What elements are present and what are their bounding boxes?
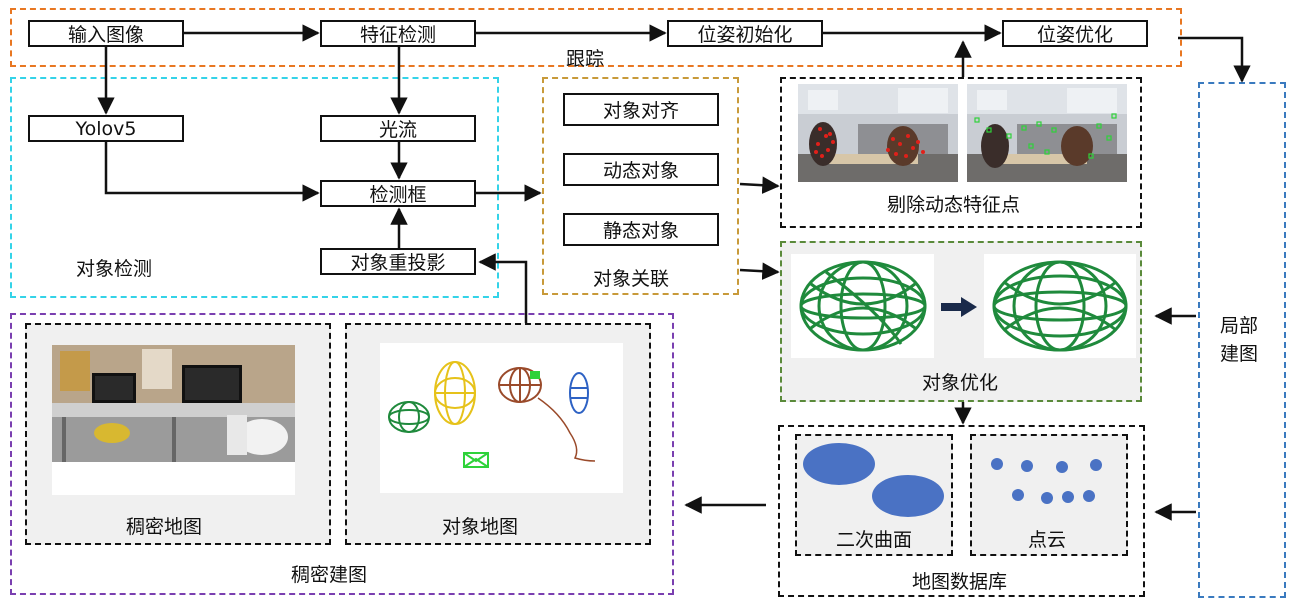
object-optimization-label: 对象优化 bbox=[922, 372, 999, 394]
object-map-label: 对象地图 bbox=[442, 516, 519, 538]
ellipsoid-after bbox=[984, 254, 1136, 358]
dynamic-object-box: 动态对象 bbox=[563, 153, 719, 186]
object-association-region bbox=[542, 77, 739, 295]
feature-detection-box: 特征检测 bbox=[320, 20, 476, 47]
input-image-box: 输入图像 bbox=[28, 20, 184, 47]
quadric-shapes bbox=[803, 443, 944, 517]
tracking-label: 跟踪 bbox=[566, 48, 605, 70]
object-detection-region bbox=[10, 77, 499, 298]
optical-flow-box: 光流 bbox=[320, 115, 476, 142]
static-points-image bbox=[967, 84, 1127, 182]
ellipsoid-before bbox=[791, 254, 934, 358]
local-mapping-label: 局部 建图 bbox=[1220, 315, 1259, 365]
dense-map-image bbox=[52, 345, 295, 495]
object-association-label: 对象关联 bbox=[593, 268, 670, 290]
map-database-label: 地图数据库 bbox=[912, 571, 1008, 593]
quadric-label: 二次曲面 bbox=[836, 529, 913, 551]
object-detection-label: 对象检测 bbox=[76, 258, 153, 280]
dense-map-label: 稠密地图 bbox=[126, 516, 203, 538]
detection-box: 检测框 bbox=[320, 180, 476, 207]
pose-opt-box: 位姿优化 bbox=[1002, 20, 1148, 47]
dynamic-removal-label: 剔除动态特征点 bbox=[887, 194, 1021, 216]
local-mapping-region bbox=[1198, 82, 1286, 598]
object-reprojection-box: 对象重投影 bbox=[320, 248, 476, 275]
pose-init-box: 位姿初始化 bbox=[667, 20, 823, 47]
dynamic-points-image bbox=[798, 84, 958, 182]
yolo-box: Yolov5 bbox=[28, 115, 184, 142]
map-database-region bbox=[778, 425, 1145, 597]
dense-mapping-region bbox=[10, 313, 674, 595]
dynamic-removal-region bbox=[780, 77, 1142, 228]
dense-mapping-label: 稠密建图 bbox=[291, 564, 368, 586]
point-cloud-dots bbox=[991, 458, 1102, 504]
optimization-arrow-icon bbox=[941, 297, 977, 317]
static-object-box: 静态对象 bbox=[563, 213, 719, 246]
point-cloud-label: 点云 bbox=[1028, 529, 1067, 551]
object-align-box: 对象对齐 bbox=[563, 93, 719, 126]
object-map-image bbox=[380, 343, 623, 493]
